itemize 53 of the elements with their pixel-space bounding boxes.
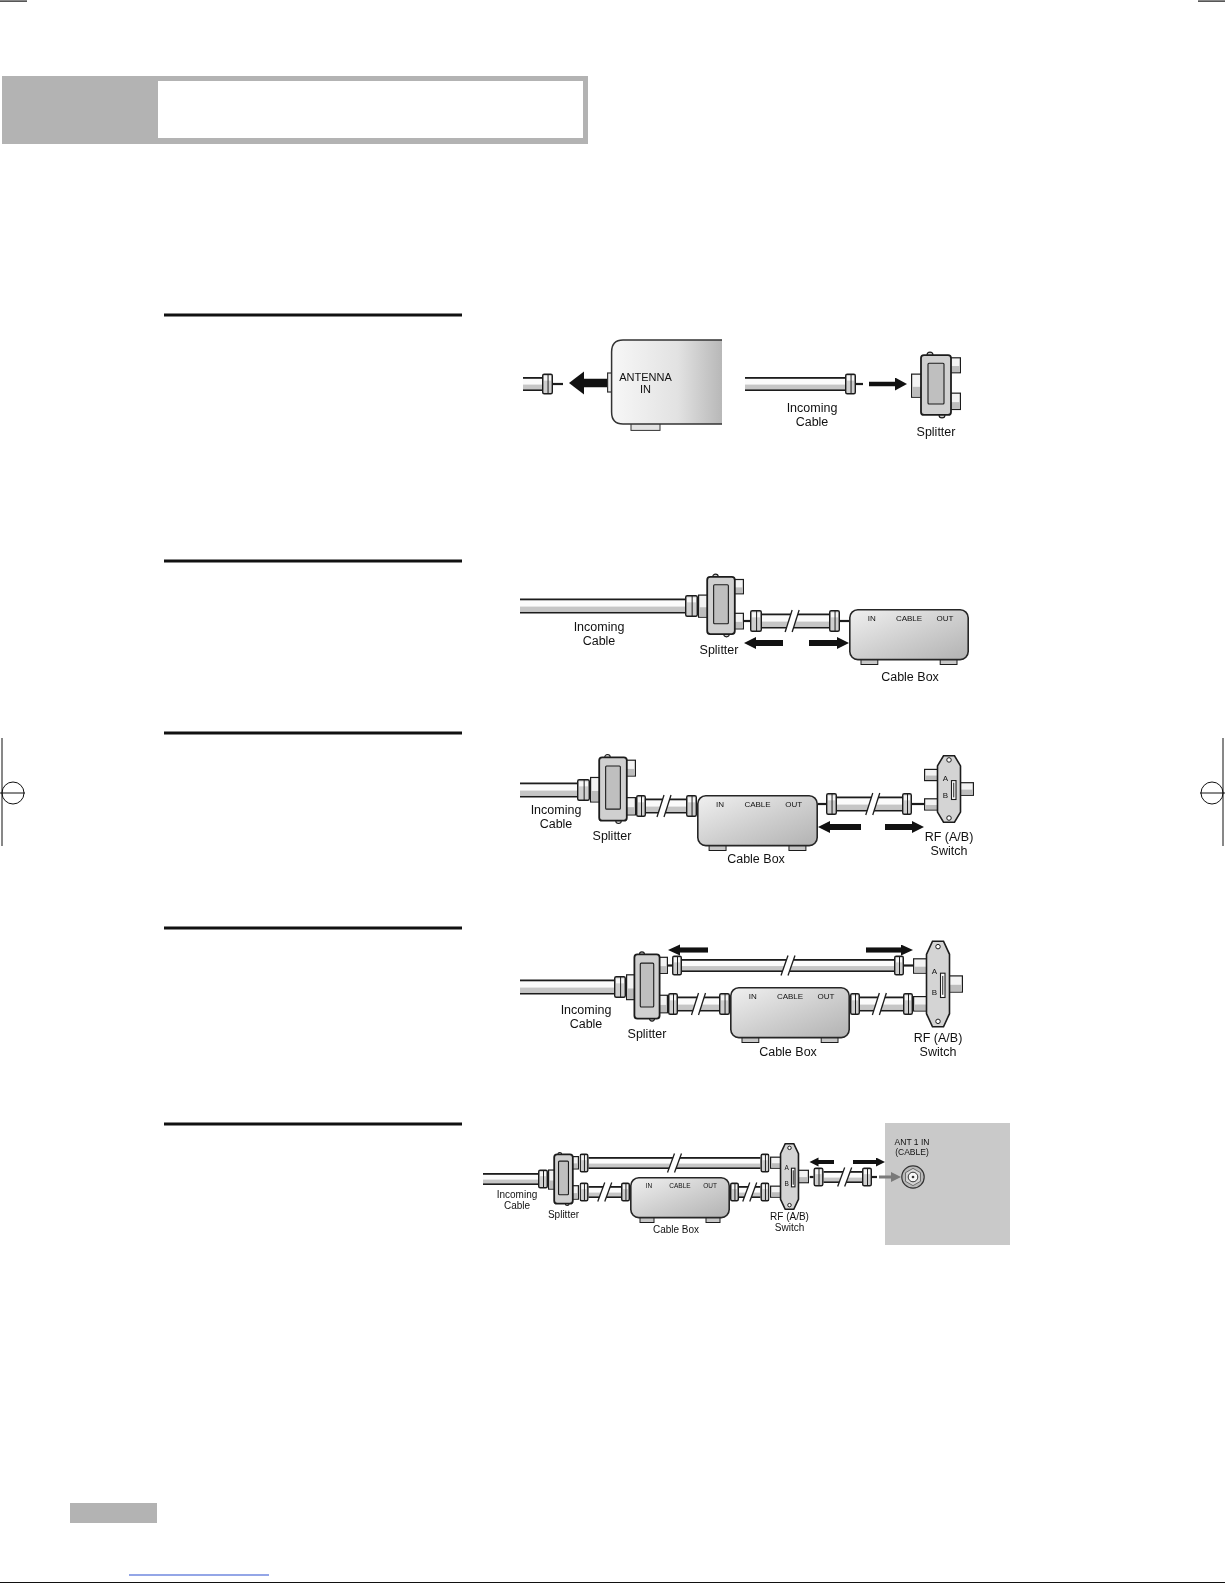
port-label: CABLE [743,800,772,810]
device-caption: Incoming Cable [785,401,839,429]
port-label: IN [747,992,758,1002]
port-label: OUT [935,614,955,624]
switch-position-label: B [930,988,939,998]
switch-position-label: A [941,775,950,785]
device-caption: Incoming Cable [559,1003,613,1031]
device-caption: Incoming Cable [495,1189,539,1212]
device-caption: RF (A/B) Switch [769,1211,810,1234]
coax-cable [730,1181,770,1203]
arrow [668,944,708,956]
arrow [885,821,924,833]
port-label: IN [866,614,877,624]
device-caption: RF (A/B) Switch [924,830,974,858]
device-caption: Incoming Cable [572,620,626,648]
coax-cable [579,1152,770,1174]
port-label: ANT 1 IN (CABLE) [893,1138,931,1158]
coax-cable [668,954,913,977]
coax-cable [818,792,924,816]
device-caption: Cable Box [758,1045,818,1059]
arrow [818,821,861,833]
arrow [809,637,849,649]
coax-cable [636,794,697,818]
arrow [809,1157,834,1167]
coax-cable [579,1181,630,1203]
arrow [744,637,783,649]
device-caption: Splitter [547,1209,580,1221]
device-caption: Cable Box [726,852,786,866]
tv-rear-panel [885,1123,1010,1245]
device-caption: Splitter [591,829,633,843]
switch-position-label: B [941,791,950,801]
device-caption: Splitter [915,425,957,439]
coax-cable [850,992,913,1016]
port-label: IN [715,800,725,810]
coax-jack-icon [901,1165,925,1189]
device-caption: Cable Box [651,1224,701,1236]
port-label: OUT [784,800,804,810]
port-label: OUT [816,992,836,1002]
port-label: CABLE [775,992,805,1002]
device-caption: RF (A/B) Switch [913,1031,963,1059]
port-label: ANTENNA IN [618,370,673,396]
device-caption: Splitter [698,643,740,657]
port-label: CABLE [894,614,924,624]
arrow [853,1157,885,1167]
device-caption: Incoming Cable [529,803,583,831]
coax-cable [668,992,730,1016]
device-caption: Splitter [626,1027,668,1041]
coax-plug-icon [523,372,563,396]
switch-position-label: A [930,967,939,977]
arrow [866,944,913,956]
coax-cable [744,609,849,633]
device-caption: Cable Box [880,670,940,684]
coax-cable [809,1166,901,1188]
